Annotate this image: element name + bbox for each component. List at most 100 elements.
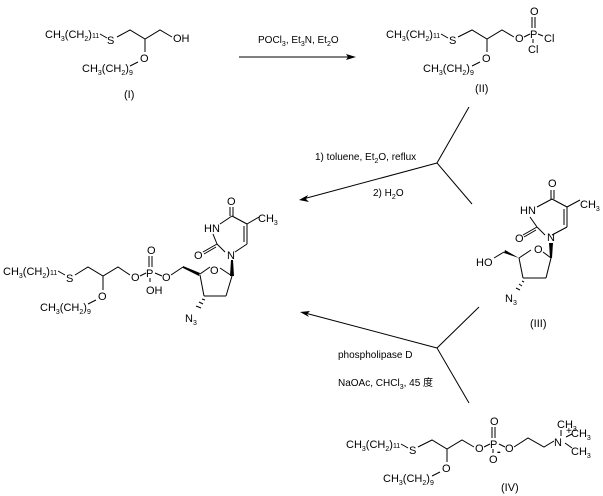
bond <box>225 275 233 297</box>
atom-S: S <box>107 35 114 47</box>
reagents-step2-line1: 1) toluene, Et2O, reflux <box>315 152 416 165</box>
bond <box>199 274 205 297</box>
compound-label: (III) <box>530 318 547 330</box>
bond <box>566 199 581 208</box>
backbone <box>417 439 475 450</box>
bond <box>219 267 233 277</box>
bond <box>518 257 524 279</box>
wedge-bond <box>183 266 200 276</box>
bond <box>498 443 506 448</box>
bond <box>99 33 108 39</box>
chain-decyl: CH3(CH2)9 <box>423 63 474 77</box>
compound-III: O HN CH3 N O O HO N3 (III) <box>476 178 600 330</box>
atom-N: N <box>554 437 562 449</box>
bond <box>139 272 147 277</box>
atom-HO: HO <box>476 257 493 269</box>
atom-O: O <box>505 443 514 455</box>
atom-P: P <box>530 29 537 41</box>
atom-O: O <box>548 178 557 190</box>
atom-HN: HN <box>520 205 536 217</box>
atom-O-minus: O <box>489 454 498 466</box>
atom-N: N <box>227 250 235 262</box>
atom-CH3: CH3 <box>580 199 600 213</box>
bond <box>129 61 139 67</box>
bond <box>400 443 409 449</box>
chain-decyl: CH3(CH2)9 <box>40 302 91 316</box>
atom-N: N <box>547 232 555 244</box>
bond <box>471 61 481 67</box>
arrow-head <box>346 54 356 60</box>
bond <box>536 198 553 208</box>
backbone <box>457 29 515 40</box>
atom-CH3: CH3 <box>571 428 591 442</box>
bond <box>234 243 248 253</box>
bond <box>551 226 568 236</box>
atom-CH3: CH3 <box>258 213 278 227</box>
backbone <box>116 29 173 40</box>
arrow-line <box>302 162 438 200</box>
compound-label: (IV) <box>501 482 519 494</box>
atom-O-ring: O <box>210 265 219 277</box>
atom-O: O <box>140 53 149 65</box>
reaction-arrow-1: POCl3, Et3N, Et2O <box>239 35 356 60</box>
atom-O: O <box>530 6 539 18</box>
atom-O: O <box>475 443 484 455</box>
chain-dodecyl: CH3(CH2)11 <box>386 29 440 43</box>
bond <box>536 226 546 236</box>
compound-label: (II) <box>475 83 488 95</box>
atom-O: O <box>515 233 524 245</box>
chain-dodecyl: CH3(CH2)11 <box>45 29 99 43</box>
compound-label: (I) <box>124 89 134 101</box>
atom-Cl: Cl <box>544 33 554 45</box>
bond <box>431 471 441 477</box>
bond <box>170 266 184 276</box>
bond <box>440 33 449 39</box>
atom-P: P <box>146 268 153 280</box>
bond <box>216 243 226 253</box>
bond <box>199 266 211 275</box>
double-bond <box>202 243 218 253</box>
bond <box>246 216 260 225</box>
atom-O: O <box>98 291 107 303</box>
double-bond <box>522 226 538 236</box>
backbone <box>74 266 131 277</box>
atom-O: O <box>482 53 491 65</box>
arrow-line <box>304 312 438 349</box>
charge-minus: - <box>497 446 501 458</box>
atom-S: S <box>66 273 73 285</box>
atom-O: O <box>131 272 140 284</box>
bond <box>564 442 573 449</box>
chain-decyl: CH3(CH2)9 <box>383 473 434 487</box>
reagents-step3-line2: NaOAc, CHCl3, 45 度 <box>338 376 433 391</box>
bond <box>545 257 552 279</box>
atom-P: P <box>490 439 497 451</box>
double-bond <box>523 229 537 238</box>
atom-O: O <box>227 196 236 208</box>
atom-N3: N3 <box>185 313 197 327</box>
reaction-arrow-3: phospholipase D NaOAc, CHCl3, 45 度 <box>300 306 480 404</box>
product-compound: CH3(CH2)11 S O CH3(CH2)9 O P O OH O O N3 <box>3 196 278 327</box>
atom-S: S <box>449 35 456 47</box>
reaction-arrow-2: 1) toluene, Et2O, reflux 2) H2O <box>299 106 473 205</box>
atom-Cl: Cl <box>528 44 538 56</box>
arrow-head <box>300 311 310 317</box>
atom-HN: HN <box>204 223 220 235</box>
arrow-head <box>299 195 309 202</box>
atom-CH3: CH3 <box>571 446 591 460</box>
wedge-bond <box>504 250 519 258</box>
bond <box>231 215 248 225</box>
atom-O: O <box>147 245 156 257</box>
atom-O: O <box>490 416 499 428</box>
bond <box>565 433 573 438</box>
bond <box>219 215 233 225</box>
chain-dodecyl: CH3(CH2)11 <box>3 266 57 280</box>
chain-decyl: CH3(CH2)9 <box>82 63 133 77</box>
bond <box>529 216 538 228</box>
bond <box>551 198 568 208</box>
reagents-step1: POCl3, Et3N, Et2O <box>258 35 339 48</box>
bond <box>542 251 552 259</box>
wedge-bond <box>549 243 553 258</box>
bond <box>154 272 163 277</box>
reagents-step2-line2: 2) H2O <box>373 188 404 201</box>
